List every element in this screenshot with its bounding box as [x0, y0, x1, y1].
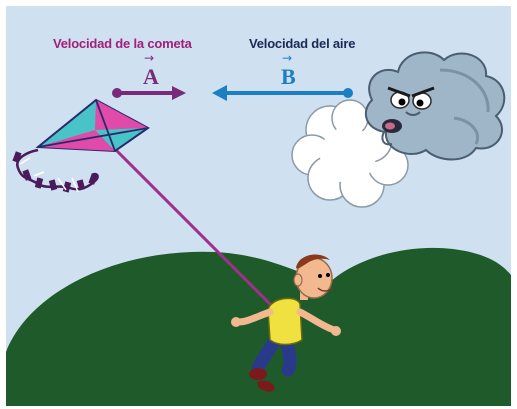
vector-a-label: → A	[143, 51, 159, 90]
wind-cloud-face	[364, 51, 506, 161]
air-velocity-label: Velocidad del aire	[249, 36, 356, 51]
vector-b-label: → B	[281, 51, 296, 90]
vector-a-overarrow-icon: →	[144, 51, 155, 65]
vector-b-arrow	[212, 85, 353, 101]
vector-a-arrow	[112, 86, 186, 100]
white-cloud	[291, 99, 409, 208]
vector-b-overarrow-icon: →	[282, 51, 293, 65]
kite-string	[114, 148, 280, 314]
boy-running	[231, 254, 341, 392]
vector-b-letter: B	[281, 64, 296, 89]
vector-a-letter: A	[143, 64, 159, 89]
kite-tail	[12, 148, 99, 193]
kite-velocity-label: Velocidad de la cometa	[53, 36, 192, 51]
green-hills	[6, 247, 511, 406]
kite	[35, 98, 150, 153]
